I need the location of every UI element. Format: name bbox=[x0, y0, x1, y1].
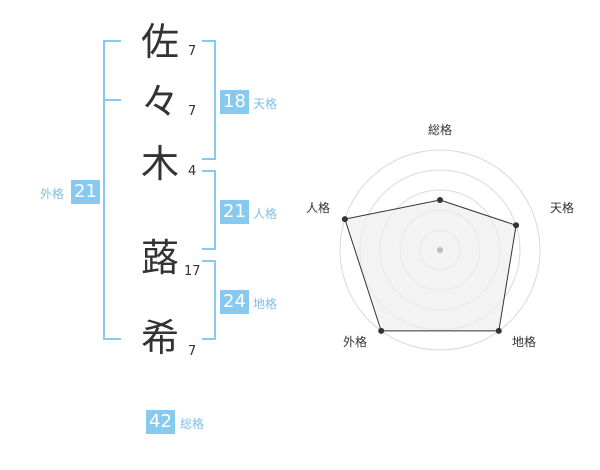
chikaku-label: 地格 bbox=[253, 297, 278, 311]
radar-label-jinkaku: 人格 bbox=[306, 200, 330, 215]
gaikaku-bracket-tick bbox=[103, 99, 121, 101]
name-char-2: 々 bbox=[140, 80, 179, 124]
stroke-count-1: 7 bbox=[188, 44, 197, 59]
stroke-count-2: 7 bbox=[188, 104, 197, 119]
radar-points bbox=[341, 197, 520, 334]
tenkaku-bracket bbox=[202, 40, 216, 160]
gaikaku-label: 外格 bbox=[40, 187, 65, 201]
stroke-count-5: 7 bbox=[188, 344, 197, 359]
chikaku-value: 24 bbox=[220, 290, 249, 314]
radar-label-chikaku: 地格 bbox=[512, 334, 536, 349]
radar-label-gaikaku: 外格 bbox=[343, 334, 367, 349]
name-char-5: 希 bbox=[140, 316, 179, 360]
tenkaku-value: 18 bbox=[220, 90, 249, 114]
chikaku-bracket bbox=[202, 260, 216, 340]
tenkaku-label: 天格 bbox=[253, 97, 278, 111]
soukaku-value: 42 bbox=[146, 410, 175, 434]
jinkaku-label: 人格 bbox=[253, 207, 278, 221]
gaikaku-bracket bbox=[103, 40, 121, 340]
name-char-1: 佐 bbox=[140, 20, 179, 64]
radar-center-dot bbox=[437, 247, 443, 253]
soukaku-label: 総格 bbox=[180, 417, 205, 431]
radar-point bbox=[341, 216, 348, 223]
jinkaku-value: 21 bbox=[220, 200, 249, 224]
name-char-4: 蕗 bbox=[140, 236, 179, 280]
radar-point bbox=[495, 327, 502, 334]
stroke-count-3: 4 bbox=[188, 164, 197, 179]
stroke-count-4: 17 bbox=[184, 264, 201, 279]
radar-shape bbox=[344, 199, 517, 332]
name-char-3: 木 bbox=[140, 142, 179, 186]
jinkaku-bracket bbox=[202, 170, 216, 250]
radar-label-soukaku: 総格 bbox=[428, 122, 452, 137]
gaikaku-value: 21 bbox=[71, 180, 100, 204]
radar-label-tenkaku: 天格 bbox=[550, 200, 574, 215]
fortune-radar-chart: 総格 天格 地格 外格 人格 bbox=[306, 122, 574, 351]
radar-point bbox=[437, 197, 443, 203]
radar-point bbox=[378, 327, 385, 334]
radar-point bbox=[513, 222, 520, 229]
